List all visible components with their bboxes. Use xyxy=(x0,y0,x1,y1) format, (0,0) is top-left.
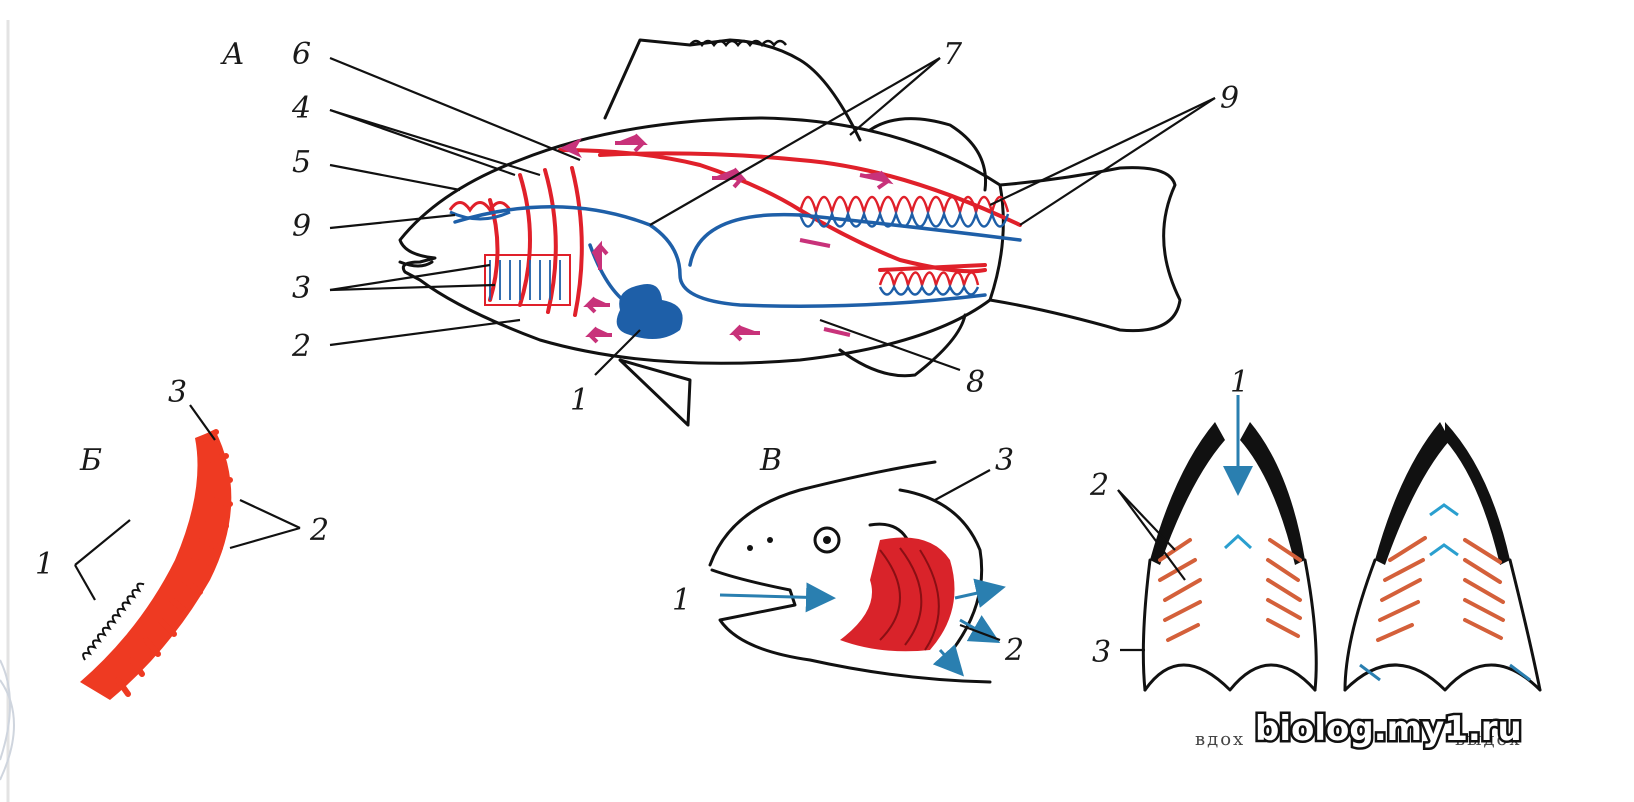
page-border xyxy=(0,20,14,802)
dorsal-aorta xyxy=(560,150,985,271)
label-a-9: 9 xyxy=(292,209,311,244)
label-a-7: 7 xyxy=(943,37,963,72)
trunk-capillaries xyxy=(800,197,1008,295)
label-a-4: 4 xyxy=(291,91,311,126)
watermark-text: biolog.my1.ru xyxy=(1255,709,1522,749)
jaw-right-b xyxy=(1445,422,1510,565)
label-a-1: 1 xyxy=(570,383,589,418)
label-a-5: 5 xyxy=(292,145,311,180)
label-a-6: 6 xyxy=(292,37,311,72)
panel-b-label: Б xyxy=(79,443,102,478)
label-g-2: 2 xyxy=(1089,468,1109,503)
label-b-3: 3 xyxy=(168,375,187,410)
label-v-3: 3 xyxy=(995,443,1014,478)
caption-inhale: вдох xyxy=(1195,729,1245,750)
gill-arch-red xyxy=(80,430,231,700)
gill-arches xyxy=(450,168,582,315)
panel-v-label: В xyxy=(759,443,782,478)
label-b-2: 2 xyxy=(309,513,329,548)
panel-a-fish: А 6 4 5 9 3 2 1 7 9 8 xyxy=(220,37,1239,425)
label-a-2: 2 xyxy=(291,329,311,364)
label-g-3: 3 xyxy=(1092,635,1111,670)
panel-v-fish-head: В 3 1 2 xyxy=(672,443,1024,682)
panel-a-label: А xyxy=(220,37,245,72)
heart xyxy=(617,284,683,339)
pelvic-fin xyxy=(620,360,690,425)
label-a-8: 8 xyxy=(966,365,985,400)
panel-b-gill-arch: Б 3 1 2 xyxy=(35,375,329,700)
panel-g-breathing: 1 2 3 вдох выдох xyxy=(1089,365,1540,750)
fish-body xyxy=(400,118,1180,363)
label-v-1: 1 xyxy=(672,583,691,618)
label-g-1: 1 xyxy=(1230,365,1249,400)
label-b-1: 1 xyxy=(35,547,54,582)
label-v-2: 2 xyxy=(1004,633,1024,668)
label-a-3: 3 xyxy=(292,271,311,306)
label-a-9-right: 9 xyxy=(1220,81,1239,116)
